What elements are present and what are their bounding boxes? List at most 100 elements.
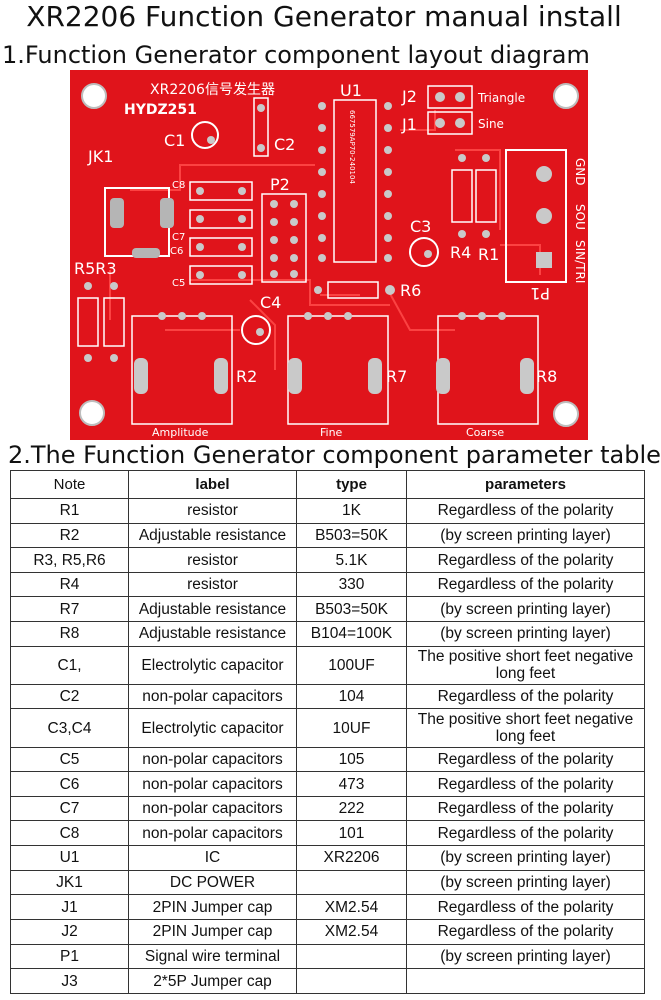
silk-label-r1: R1	[478, 245, 499, 264]
cell-label: DC POWER	[128, 869, 297, 896]
silk-label-r8: R8	[536, 367, 557, 386]
cell-parameters	[406, 968, 645, 994]
cell-note: R7	[10, 596, 129, 623]
cell-parameters: Regardless of the polarity	[406, 771, 645, 797]
cell-parameters: Regardless of the polarity	[406, 547, 645, 573]
cell-type: B104=100K	[296, 621, 407, 647]
cell-type: 5.1K	[296, 547, 407, 573]
cell-parameters: (by screen printing layer)	[406, 596, 645, 623]
cell-type: 10UF	[296, 708, 407, 748]
silk-label-c6: C6	[170, 246, 183, 257]
cell-note: C7	[10, 795, 129, 822]
header-label: label	[128, 470, 297, 499]
board-title: XR2206信号发生器	[150, 82, 275, 98]
silk-label-fine: Fine	[320, 426, 343, 439]
cell-label: resistor	[128, 498, 297, 524]
cell-type: B503=50K	[296, 522, 407, 549]
cell-type	[296, 943, 407, 970]
cell-label: Adjustable resistance	[128, 596, 297, 623]
cell-type: 105	[296, 746, 407, 773]
silk-label-c1: C1	[164, 131, 185, 150]
cell-type: XR2206	[296, 845, 407, 871]
section-2-title: 2.The Function Generator component param…	[8, 441, 661, 469]
cell-label: Adjustable resistance	[128, 621, 297, 647]
cell-note: C5	[10, 746, 129, 773]
cell-type: XM2.54	[296, 894, 407, 920]
cell-parameters: (by screen printing layer)	[406, 621, 645, 647]
silk-label-c5: C5	[172, 278, 185, 289]
cell-parameters: Regardless of the polarity	[406, 746, 645, 773]
cell-type: 473	[296, 771, 407, 797]
cell-type: 101	[296, 820, 407, 847]
cell-parameters: Regardless of the polarity	[406, 918, 645, 945]
silk-label-j1: J1	[401, 115, 417, 134]
cell-label: Electrolytic capacitor	[128, 708, 297, 748]
cell-type: 330	[296, 571, 407, 598]
cell-label: non-polar capacitors	[128, 746, 297, 773]
silk-label-sine: Sine	[478, 117, 504, 131]
silk-label-jk1: JK1	[87, 147, 113, 166]
silk-label-coarse: Coarse	[466, 426, 504, 439]
cell-parameters: Regardless of the polarity	[406, 795, 645, 822]
header-type: type	[296, 470, 407, 499]
cell-type: B503=50K	[296, 596, 407, 623]
silk-label-r6: R6	[400, 281, 421, 300]
section-1-title: 1.Function Generator component layout di…	[2, 41, 590, 69]
cell-note: J3	[10, 968, 129, 994]
chip-marking: 667579AP70-240104	[348, 110, 356, 184]
cell-label: Signal wire terminal	[128, 943, 297, 970]
cell-label: 2*5P Jumper cap	[128, 968, 297, 994]
silk-label-c4: C4	[260, 293, 281, 312]
cell-parameters: Regardless of the polarity	[406, 683, 645, 710]
cell-note: C6	[10, 771, 129, 797]
silk-label-triangle: Triangle	[477, 91, 525, 105]
board-model: HYDZ251	[124, 102, 197, 118]
pcb-layout-diagram: XR2206信号发生器 HYDZ251 667579AP70-240104 U1…	[70, 70, 588, 440]
silk-label-r2: R2	[236, 367, 257, 386]
cell-label: Adjustable resistance	[128, 522, 297, 549]
silk-label-u1: U1	[340, 81, 362, 100]
cell-parameters: (by screen printing layer)	[406, 522, 645, 549]
cell-note: R1	[10, 498, 129, 524]
silk-label-r4: R4	[450, 243, 471, 262]
cell-note: C2	[10, 683, 129, 710]
cell-parameters: The positive short feet negative long fe…	[406, 645, 645, 685]
cell-note: R8	[10, 621, 129, 647]
cell-note: C3,C4	[10, 708, 129, 748]
cell-parameters: The positive short feet negative long fe…	[406, 708, 645, 748]
cell-type: 1K	[296, 498, 407, 524]
silk-label-p1: P1	[530, 284, 550, 303]
cell-note: U1	[10, 845, 129, 871]
cell-type: 222	[296, 795, 407, 822]
cell-parameters: Regardless of the polarity	[406, 820, 645, 847]
cell-note: R2	[10, 522, 129, 549]
cell-label: resistor	[128, 547, 297, 573]
cell-parameters: Regardless of the polarity	[406, 498, 645, 524]
cell-label: 2PIN Jumper cap	[128, 894, 297, 920]
cell-parameters: (by screen printing layer)	[406, 943, 645, 970]
cell-type	[296, 968, 407, 994]
cell-parameters: Regardless of the polarity	[406, 894, 645, 920]
cell-note: JK1	[10, 869, 129, 896]
table-header-row: Note label type parameters	[10, 470, 645, 499]
cell-parameters: Regardless of the polarity	[406, 571, 645, 598]
cell-label: non-polar capacitors	[128, 820, 297, 847]
silk-label-c7: C7	[172, 232, 185, 243]
cell-type: 104	[296, 683, 407, 710]
